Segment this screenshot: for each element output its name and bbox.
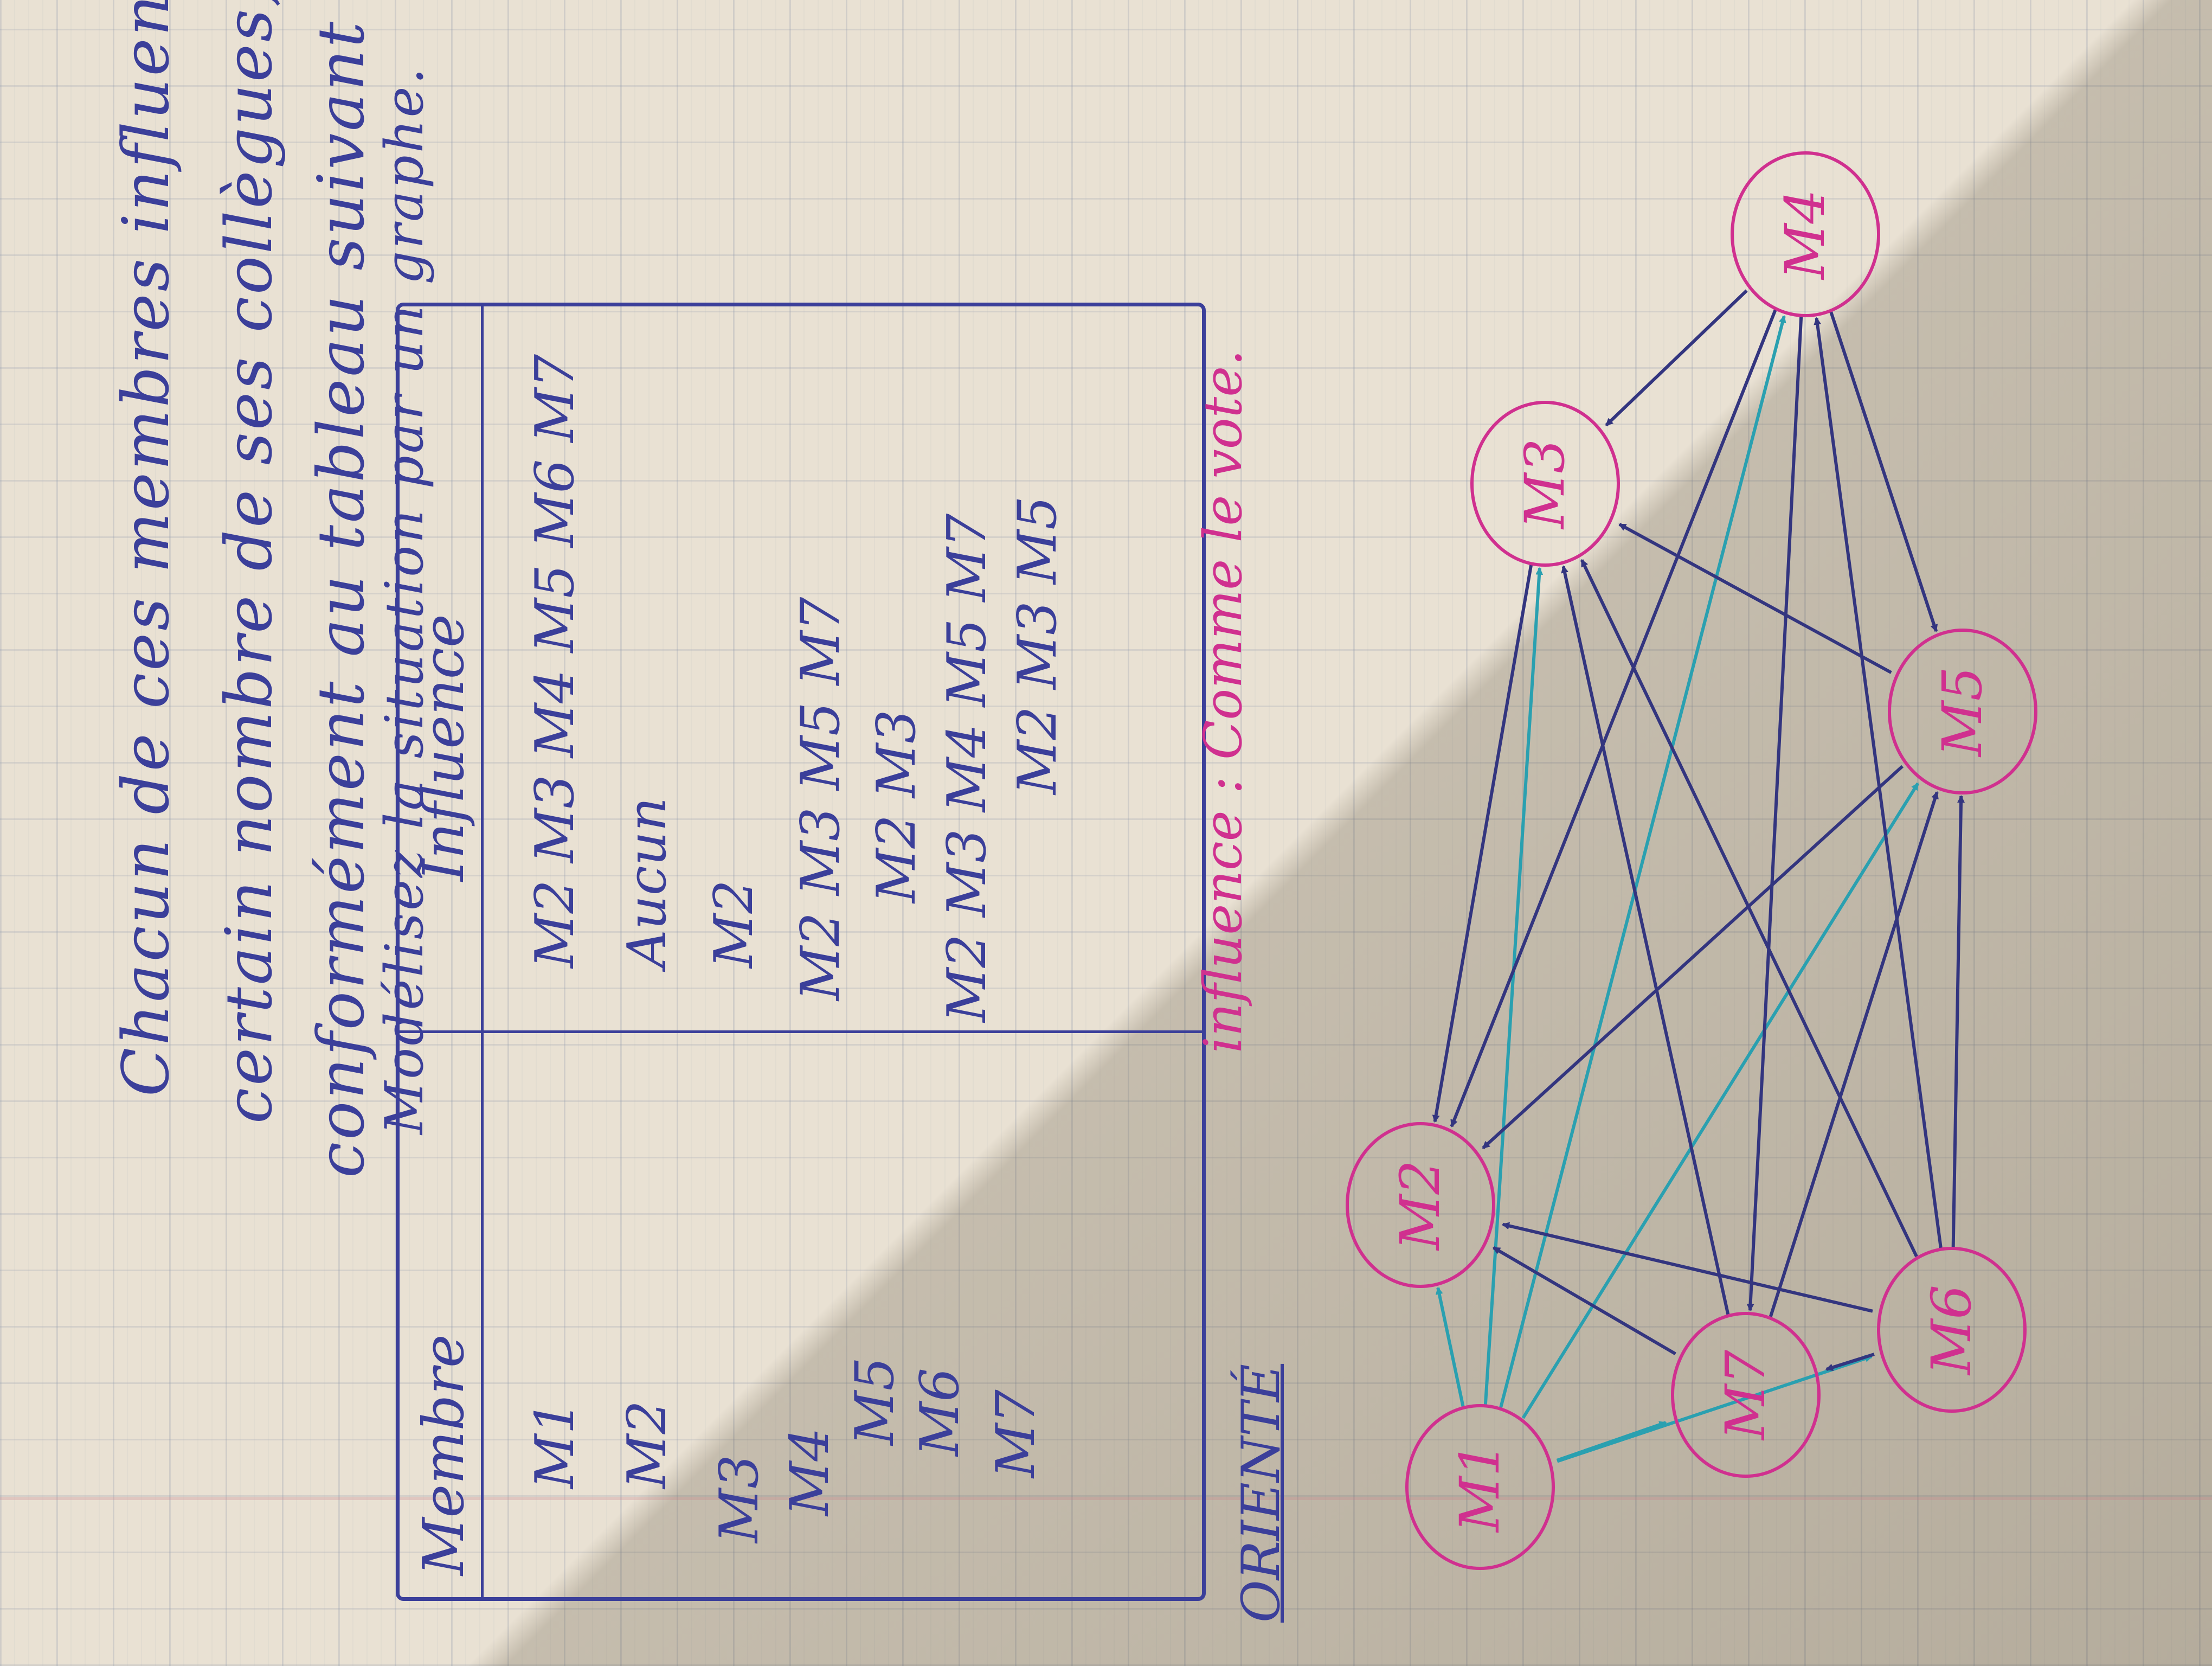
graph-edge-m7-m3 — [1561, 565, 1730, 1316]
graph-node-circle — [1346, 1122, 1495, 1288]
graph-edge-m7-m2 — [1493, 1246, 1676, 1356]
graph-node-label: M7 — [1714, 1350, 1777, 1441]
graph-node-m5: M5 — [1888, 629, 2037, 794]
graph-edge-m5-m2 — [1482, 765, 1904, 1150]
graph-node-circle — [1405, 1404, 1555, 1570]
graph-edges — [1432, 289, 1965, 1463]
graph-edge-m4-m7 — [1746, 315, 1803, 1312]
graph-edge-m3-m2 — [1432, 563, 1533, 1123]
graph-node-circle — [1877, 1247, 2027, 1413]
graph-edge-m6-m2 — [1501, 1222, 1873, 1313]
graph-node-circle — [1470, 401, 1620, 567]
graph-node-label: M3 — [1513, 439, 1577, 530]
graph-node-circle — [1888, 629, 2037, 794]
graph-edge-m4-m3 — [1605, 289, 1748, 427]
graph-node-m6: M6 — [1877, 1247, 2027, 1413]
graph-node-label: M6 — [1920, 1285, 1983, 1376]
graph-edge-m1-m5 — [1521, 782, 1920, 1419]
graph-edge-m6-m7 — [1825, 1353, 1875, 1372]
graph-edge-m1-m2 — [1435, 1286, 1465, 1408]
graph-edge-m5-m3 — [1618, 523, 1892, 674]
graph-node-label: M4 — [1773, 189, 1837, 280]
graph-edge-m1-m7 — [1556, 1421, 1667, 1462]
graph-node-m4: M4 — [1731, 151, 1880, 317]
graph-node-label: M2 — [1388, 1160, 1452, 1251]
graph-edge-m1-m3 — [1483, 567, 1544, 1406]
graph-edge-m1-m6 — [1557, 1355, 1873, 1463]
graph-edge-m4-m5 — [1829, 311, 1938, 632]
graph-node-circle — [1731, 151, 1880, 317]
graph-node-circle — [1671, 1312, 1821, 1478]
graph-edge-m6-m5 — [1951, 794, 1965, 1249]
graph-edge-m6-m4 — [1814, 317, 1943, 1250]
graph-node-m2: M2 — [1346, 1122, 1495, 1288]
graph-node-m7: M7 — [1671, 1312, 1821, 1478]
graph-edge-m6-m3 — [1580, 559, 1918, 1258]
margin-line — [0, 1497, 2212, 1500]
graph-node-label: M1 — [1448, 1442, 1512, 1533]
graph-node-m3: M3 — [1470, 401, 1620, 567]
graph-node-m1: M1 — [1405, 1404, 1555, 1570]
graph-edge-m1-m4 — [1499, 315, 1786, 1409]
graph-node-label: M5 — [1931, 667, 1994, 758]
graph-edge-m4-m2 — [1450, 309, 1777, 1127]
graph-edge-m7-m5 — [1769, 791, 1939, 1318]
